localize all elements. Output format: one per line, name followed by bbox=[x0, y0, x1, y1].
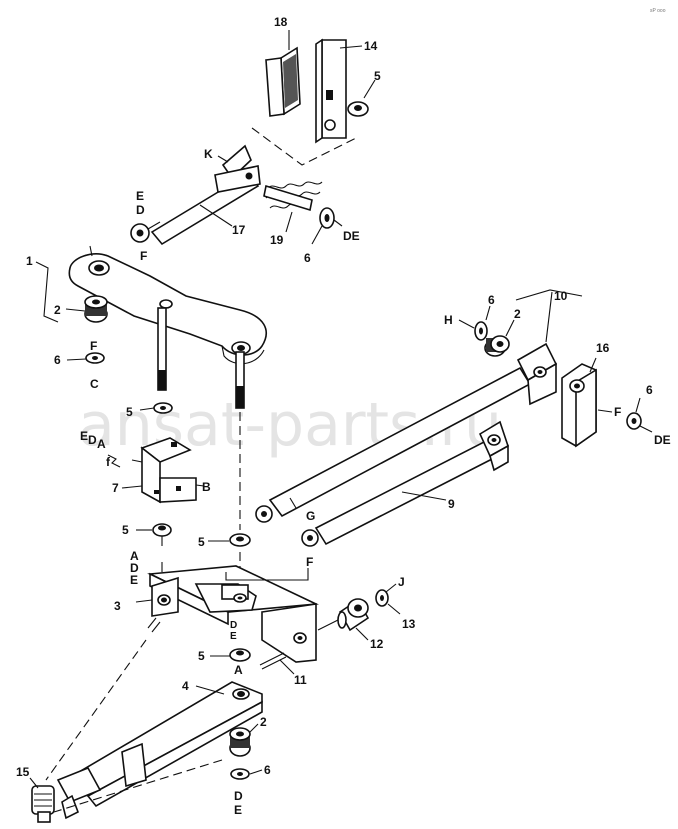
letter-b: B bbox=[202, 480, 211, 494]
part-5-washer-bolt bbox=[139, 402, 173, 414]
callout-6: 6 bbox=[488, 293, 495, 307]
part-2-bushing-left bbox=[65, 295, 108, 323]
part-11-bolt bbox=[259, 652, 295, 675]
part-19-spring bbox=[263, 181, 323, 233]
part-3-beam bbox=[135, 562, 319, 663]
callout-17: 17 bbox=[232, 223, 246, 237]
part-6-washer-rod bbox=[458, 305, 491, 341]
callout-2: 2 bbox=[260, 715, 267, 729]
letter-e: E bbox=[230, 631, 237, 642]
callout-7: 7 bbox=[112, 481, 119, 495]
callout-5: 5 bbox=[198, 535, 205, 549]
letter-de: DE bbox=[654, 433, 671, 447]
part-4-lever bbox=[56, 681, 263, 820]
letter-d: D bbox=[88, 433, 97, 447]
callout-1: 1 bbox=[26, 254, 33, 268]
part-5-washer-7 bbox=[136, 523, 172, 546]
part-6-washer-spring bbox=[311, 207, 343, 245]
letter-f: F bbox=[90, 339, 97, 353]
callout-5: 5 bbox=[374, 69, 381, 83]
letter-c: C bbox=[90, 377, 99, 391]
letter-f: F bbox=[140, 249, 147, 263]
letter-d: D bbox=[130, 561, 139, 575]
part-12-pin bbox=[337, 598, 370, 641]
callout-16: 16 bbox=[596, 341, 610, 355]
part-14-plate bbox=[315, 38, 363, 144]
part-18-friction-pad bbox=[265, 30, 301, 117]
letter-d: D bbox=[230, 620, 237, 631]
part-5-washer-top bbox=[347, 79, 376, 117]
callout-6: 6 bbox=[646, 383, 653, 397]
callout-13: 13 bbox=[402, 617, 416, 631]
part-6-washer-16 bbox=[626, 397, 653, 433]
letter-a: A bbox=[97, 437, 106, 451]
letter-e: E bbox=[130, 573, 138, 587]
callout-3: 3 bbox=[114, 599, 121, 613]
callout-14: 14 bbox=[364, 39, 378, 53]
callout-6: 6 bbox=[54, 353, 61, 367]
letter-e: E bbox=[80, 429, 88, 443]
letter-j: J bbox=[398, 575, 405, 589]
part-2-bushing-bottom bbox=[229, 723, 259, 757]
callout-labels: 18 14 5 17 19 6 1 2 6 5 7 5 5 3 5 4 2 6 … bbox=[16, 15, 653, 779]
letter-k: K bbox=[204, 147, 213, 161]
callout-4: 4 bbox=[182, 679, 189, 693]
callout-19: 19 bbox=[270, 233, 284, 247]
part-13-washer bbox=[375, 583, 401, 615]
callout-2: 2 bbox=[514, 307, 521, 321]
part-9-rod bbox=[301, 420, 509, 547]
part-17-lever bbox=[130, 144, 261, 246]
letter-f: F bbox=[306, 555, 313, 569]
part-5-washer-beam bbox=[210, 648, 251, 662]
callout-5: 5 bbox=[126, 405, 133, 419]
part-15-cable-end bbox=[29, 777, 55, 823]
letter-a: A bbox=[234, 663, 243, 677]
corner-mark: sP ooo bbox=[650, 8, 666, 14]
callout-6: 6 bbox=[264, 763, 271, 777]
part-16-bracket bbox=[561, 357, 613, 448]
letter-f: F bbox=[614, 405, 621, 419]
callout-12: 12 bbox=[370, 637, 384, 651]
callout-6: 6 bbox=[304, 251, 311, 265]
callout-2: 2 bbox=[54, 303, 61, 317]
callout-18: 18 bbox=[274, 15, 288, 29]
callout-10: 10 bbox=[554, 289, 568, 303]
letter-d: D bbox=[234, 789, 243, 803]
letter-h: H bbox=[444, 313, 453, 327]
letter-a: A bbox=[130, 549, 139, 563]
part-6-washer-left bbox=[66, 352, 105, 364]
callout-9: 9 bbox=[448, 497, 455, 511]
letter-g: G bbox=[306, 509, 315, 523]
letter-f-small: f bbox=[106, 455, 111, 469]
letter-de: DE bbox=[343, 229, 360, 243]
callout-5: 5 bbox=[122, 523, 129, 537]
callout-15: 15 bbox=[16, 765, 30, 779]
part-7-bracket bbox=[107, 437, 205, 504]
callout-11: 11 bbox=[294, 673, 307, 687]
part-5-washer-center bbox=[208, 533, 251, 547]
letter-e: E bbox=[234, 803, 242, 817]
part-1-bracket bbox=[35, 245, 267, 409]
part-10-rod bbox=[255, 342, 558, 523]
part-6-washer-bottom bbox=[230, 768, 263, 780]
part-2-bushing-rod bbox=[484, 319, 515, 357]
letter-d: D bbox=[136, 203, 145, 217]
reference-letters: K E D F DE F C E D A f B A D E G F D E A… bbox=[80, 147, 671, 817]
callout-5: 5 bbox=[198, 649, 205, 663]
letter-e: E bbox=[136, 189, 144, 203]
